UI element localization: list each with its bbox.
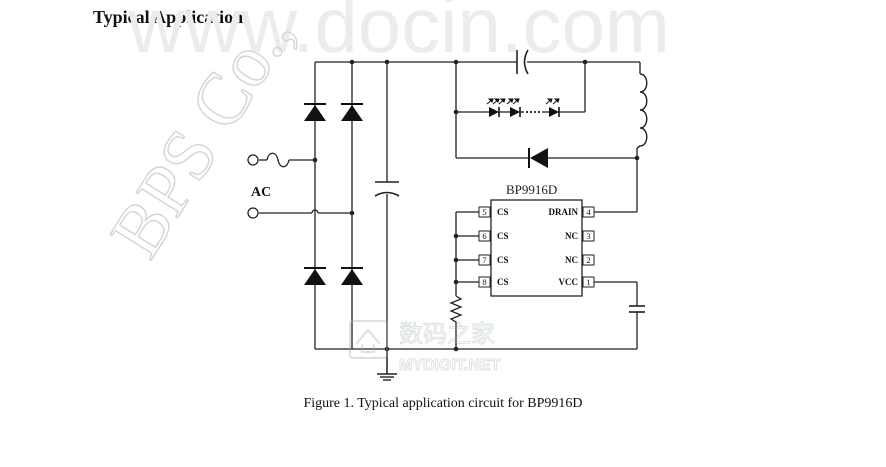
mydigit-watermark: 数码之家 MYDIGIT.NET — [349, 320, 501, 375]
pin-5-number: 5 — [482, 207, 486, 217]
pin-6-number: 6 — [482, 231, 486, 241]
diode-d2-symbol — [341, 103, 363, 121]
chip-body — [490, 199, 583, 297]
diode-d3-symbol — [304, 267, 326, 285]
led-string — [486, 98, 562, 117]
bridge-rectifier — [304, 103, 363, 285]
chip-name: BP9916D — [506, 182, 557, 197]
diode-d4-symbol — [341, 267, 363, 285]
pin-5-label: CS — [497, 207, 509, 217]
pin-1-number: 1 — [586, 277, 590, 287]
pin-2-label: NC — [565, 255, 578, 265]
pin-7-number: 7 — [482, 255, 486, 265]
figure-caption: Figure 1. Typical application circuit fo… — [303, 396, 583, 411]
led-2-symbol — [510, 107, 524, 117]
svg-text:www.docin.com: www.docin.com — [127, 0, 670, 69]
vcc-capacitor-symbol — [629, 305, 645, 313]
freewheel-diode-symbol — [528, 148, 548, 168]
pin-6-label: CS — [497, 231, 509, 241]
led-ellipsis — [525, 110, 541, 114]
pin-7-label: CS — [497, 255, 509, 265]
led-emission-arrows — [486, 98, 560, 105]
pin-2-box — [582, 254, 595, 266]
output-capacitor-symbol — [516, 49, 529, 75]
pin-3-box — [582, 230, 595, 242]
ac-terminals — [247, 154, 259, 219]
bulk-capacitor-symbol — [374, 181, 400, 197]
fuse-symbol — [266, 152, 290, 168]
pin-4-label: DRAIN — [548, 207, 578, 217]
sense-resistor-symbol — [449, 295, 463, 326]
junction-dots — [312, 59, 640, 352]
docin-watermark: www.docin.com — [127, 0, 670, 69]
ac-label: AC — [251, 185, 271, 200]
diode-d1-symbol — [304, 103, 326, 121]
chip-bp9916d: BP9916D 5 6 7 8 4 3 2 1 CS CS CS — [475, 182, 600, 297]
pin-2-number: 2 — [586, 255, 590, 265]
pin-3-number: 3 — [586, 231, 590, 241]
led-3-symbol — [549, 107, 562, 117]
pin-8-number: 8 — [482, 277, 486, 287]
pin-8-label: CS — [497, 277, 509, 287]
pin-1-label: VCC — [559, 277, 579, 287]
pin-4-number: 4 — [586, 207, 591, 217]
inductor-symbol — [636, 73, 648, 149]
section-heading: Typical Application — [93, 7, 244, 27]
ground-icon — [377, 373, 397, 381]
svg-text:数码之家: 数码之家 — [399, 321, 495, 348]
led-1-symbol — [489, 107, 510, 117]
pin-3-label: NC — [565, 231, 578, 241]
svg-text:MYDIGIT.NET: MYDIGIT.NET — [399, 357, 501, 374]
